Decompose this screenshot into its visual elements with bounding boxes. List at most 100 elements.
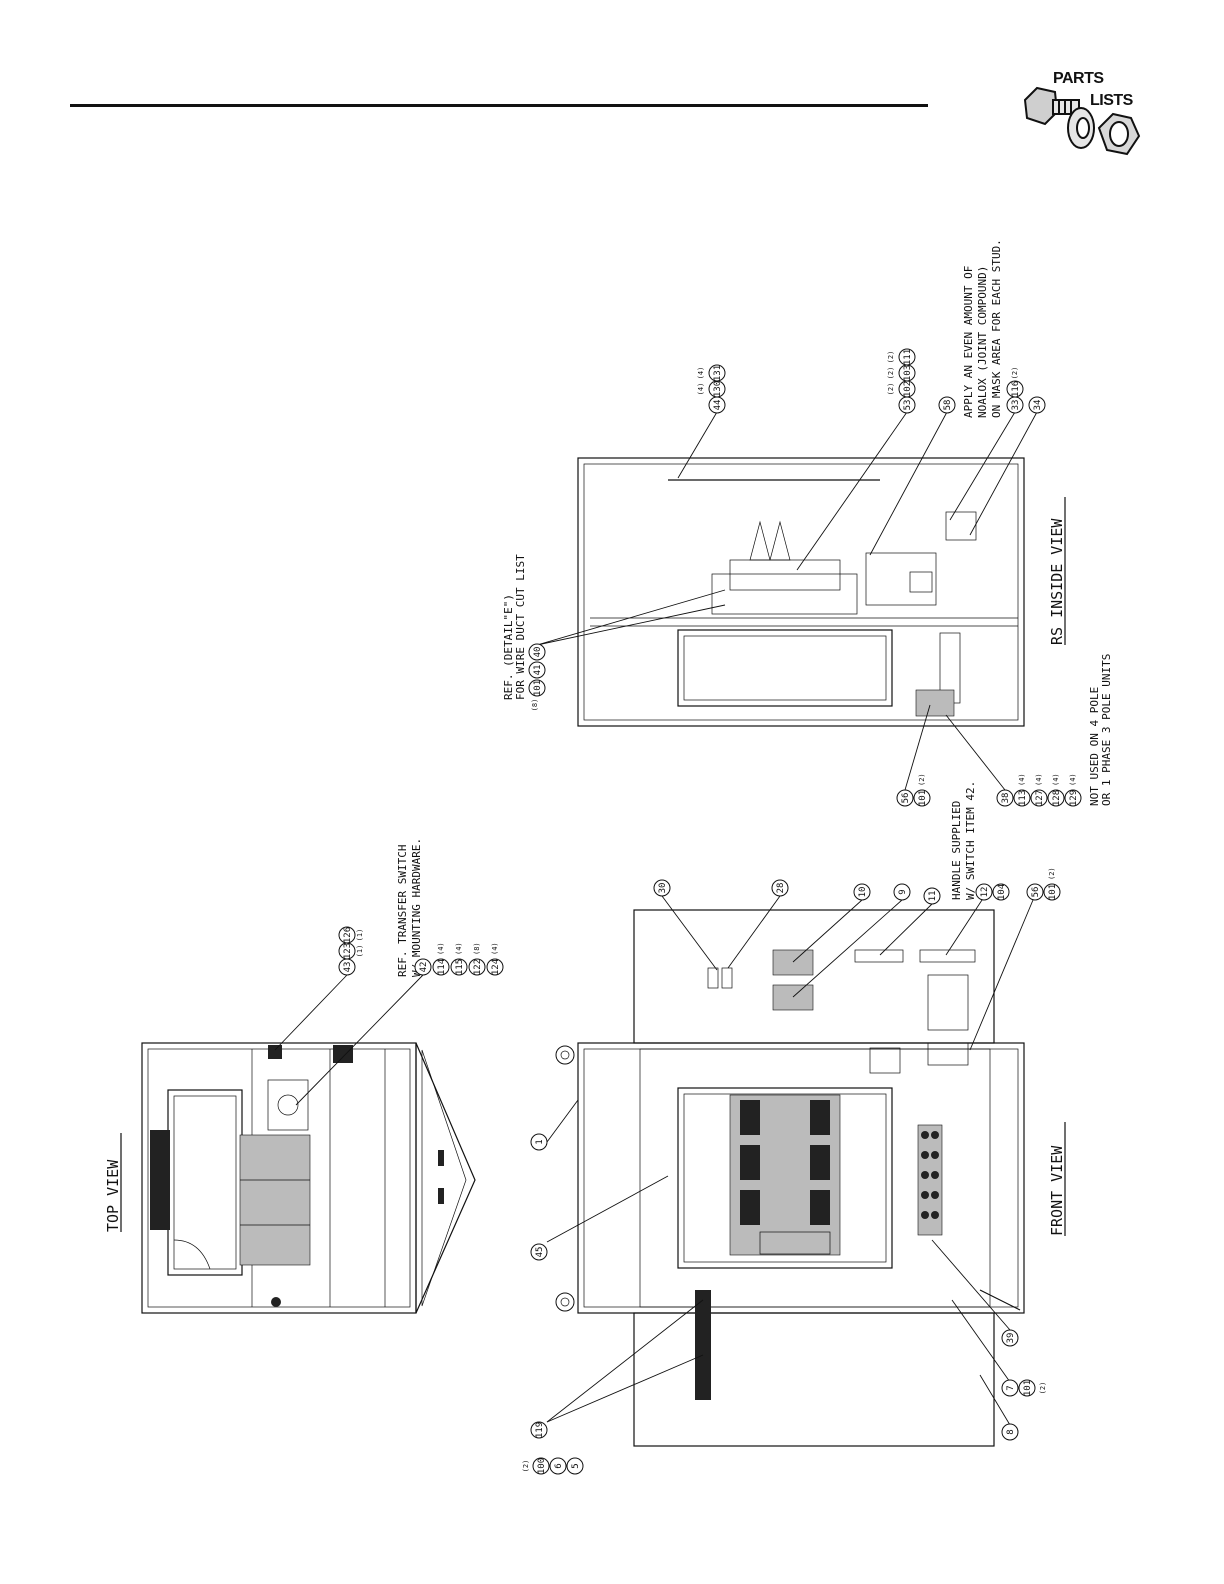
qty-101-front: (2) bbox=[1048, 867, 1056, 880]
callout-58: 58 bbox=[938, 396, 956, 414]
note-apply-1: APPLY AN EVEN AMOUNT OF bbox=[962, 266, 975, 418]
top-view-breaker-assembly bbox=[239, 1079, 311, 1266]
callout-30: 30 bbox=[653, 879, 671, 897]
callout-43: 43 bbox=[338, 958, 356, 976]
svg-text:34: 34 bbox=[1033, 400, 1043, 411]
svg-text:53: 53 bbox=[903, 400, 913, 411]
note-ref-detail-2: FOR WIRE DUCT CUT LIST bbox=[514, 554, 527, 700]
svg-text:42: 42 bbox=[419, 962, 429, 973]
svg-text:11: 11 bbox=[928, 891, 938, 902]
svg-text:101: 101 bbox=[918, 790, 928, 806]
callout-11: 11 bbox=[923, 887, 941, 905]
svg-text:56: 56 bbox=[1031, 887, 1041, 898]
svg-text:43: 43 bbox=[343, 962, 353, 973]
notes: REF. TRANSFER SWITCH W/ MOUNTING HARDWAR… bbox=[396, 239, 1113, 977]
callout-44: 44 bbox=[708, 396, 726, 414]
callout-101-duct: 101 bbox=[528, 679, 546, 697]
svg-text:113: 113 bbox=[1018, 790, 1028, 806]
callout-41: 41 bbox=[528, 661, 546, 679]
note-not-used-1: NOT USED ON 4 POLE bbox=[1088, 687, 1101, 806]
svg-text:119: 119 bbox=[535, 1422, 545, 1438]
qty-129: (4) bbox=[1069, 773, 1077, 786]
callout-12: 12 bbox=[975, 883, 993, 901]
callout-1: 1 bbox=[530, 1133, 548, 1151]
callout-130: 130 bbox=[708, 380, 726, 398]
svg-text:28: 28 bbox=[776, 883, 786, 894]
qty-131: (4) bbox=[697, 367, 705, 380]
svg-text:103: 103 bbox=[903, 365, 913, 381]
svg-text:6: 6 bbox=[554, 1463, 564, 1468]
svg-text:126: 126 bbox=[343, 927, 353, 943]
svg-text:131: 131 bbox=[713, 365, 723, 381]
svg-text:100: 100 bbox=[537, 1458, 547, 1474]
svg-text:114: 114 bbox=[437, 959, 447, 975]
callout-114: 114 bbox=[432, 958, 450, 976]
callout-33: 33 bbox=[1006, 396, 1024, 414]
callout-101-handle: 101 bbox=[1018, 1379, 1036, 1397]
callout-42: 42 bbox=[414, 958, 432, 976]
svg-text:101: 101 bbox=[533, 680, 543, 696]
note-handle-2: W/ SWITCH ITEM 42. bbox=[964, 781, 977, 900]
callout-129: 129 bbox=[1064, 789, 1082, 807]
qty-115: (4) bbox=[455, 942, 463, 955]
qty-102: (2) bbox=[887, 383, 895, 396]
callout-56-front: 56 bbox=[1026, 883, 1044, 901]
callout-5: 5 bbox=[566, 1457, 584, 1475]
callout-28: 28 bbox=[771, 879, 789, 897]
front-view-terminal-block bbox=[921, 1131, 939, 1219]
svg-text:10: 10 bbox=[858, 887, 868, 898]
svg-text:130: 130 bbox=[713, 381, 723, 397]
qty-101-rs: (2) bbox=[918, 773, 926, 786]
svg-text:58: 58 bbox=[943, 400, 953, 411]
svg-text:45: 45 bbox=[535, 1247, 545, 1258]
callout-101-front: 101 bbox=[1043, 883, 1061, 901]
svg-text:102: 102 bbox=[903, 381, 913, 397]
qty-101-handle: (2) bbox=[1039, 1382, 1047, 1395]
qty-114: (4) bbox=[437, 942, 445, 955]
callouts: 43 123 126 (1) (1) 42 114 115 122 124 (4… bbox=[338, 348, 1082, 1475]
qty-111: (2) bbox=[887, 351, 895, 364]
callout-38: 38 bbox=[996, 789, 1014, 807]
callout-111: 111 bbox=[898, 348, 916, 366]
qty-113: (4) bbox=[1018, 773, 1026, 786]
callout-116: 116 bbox=[1006, 380, 1024, 398]
top-view: TOP VIEW bbox=[104, 1042, 476, 1314]
callout-39: 39 bbox=[1001, 1329, 1019, 1347]
top-view-title: TOP VIEW bbox=[104, 1159, 122, 1232]
svg-text:7: 7 bbox=[1006, 1385, 1016, 1390]
qty-127: (4) bbox=[1035, 773, 1043, 786]
svg-text:104: 104 bbox=[997, 884, 1007, 900]
callout-119: 119 bbox=[530, 1421, 548, 1439]
qty-123: (1) bbox=[356, 945, 364, 958]
callout-34: 34 bbox=[1028, 396, 1046, 414]
svg-text:8: 8 bbox=[1006, 1429, 1016, 1434]
svg-text:101: 101 bbox=[1023, 1380, 1033, 1396]
callout-131: 131 bbox=[708, 364, 726, 382]
callout-102: 102 bbox=[898, 380, 916, 398]
washer-icon bbox=[1067, 107, 1095, 149]
svg-text:9: 9 bbox=[898, 889, 908, 894]
qty-126: (1) bbox=[356, 929, 364, 942]
svg-text:5: 5 bbox=[571, 1463, 581, 1468]
svg-text:38: 38 bbox=[1001, 793, 1011, 804]
leader-lines bbox=[274, 411, 1038, 1426]
svg-text:122: 122 bbox=[473, 959, 483, 975]
svg-text:129: 129 bbox=[1069, 790, 1079, 806]
note-apply-3: ON MASK AREA FOR EACH STUD. bbox=[990, 239, 1003, 418]
parts-lists-logo bbox=[1023, 86, 1141, 156]
nut-icon bbox=[1097, 112, 1141, 156]
callout-8: 8 bbox=[1001, 1423, 1019, 1441]
front-view-switch-assembly bbox=[729, 1094, 841, 1256]
callout-7: 7 bbox=[1001, 1379, 1019, 1397]
note-ref-switch-2: W/ MOUNTING HARDWARE. bbox=[410, 838, 423, 977]
svg-text:111: 111 bbox=[903, 349, 913, 365]
callout-124: 124 bbox=[486, 958, 504, 976]
logo-text-parts: PARTS bbox=[1053, 70, 1104, 87]
note-ref-switch-1: REF. TRANSFER SWITCH bbox=[396, 845, 409, 977]
bolt-icon bbox=[1023, 86, 1080, 126]
svg-text:30: 30 bbox=[658, 883, 668, 894]
svg-text:39: 39 bbox=[1006, 1333, 1016, 1344]
note-ref-detail-1: REF. (DETAIL"E") bbox=[502, 594, 515, 700]
callout-113: 113 bbox=[1013, 789, 1031, 807]
